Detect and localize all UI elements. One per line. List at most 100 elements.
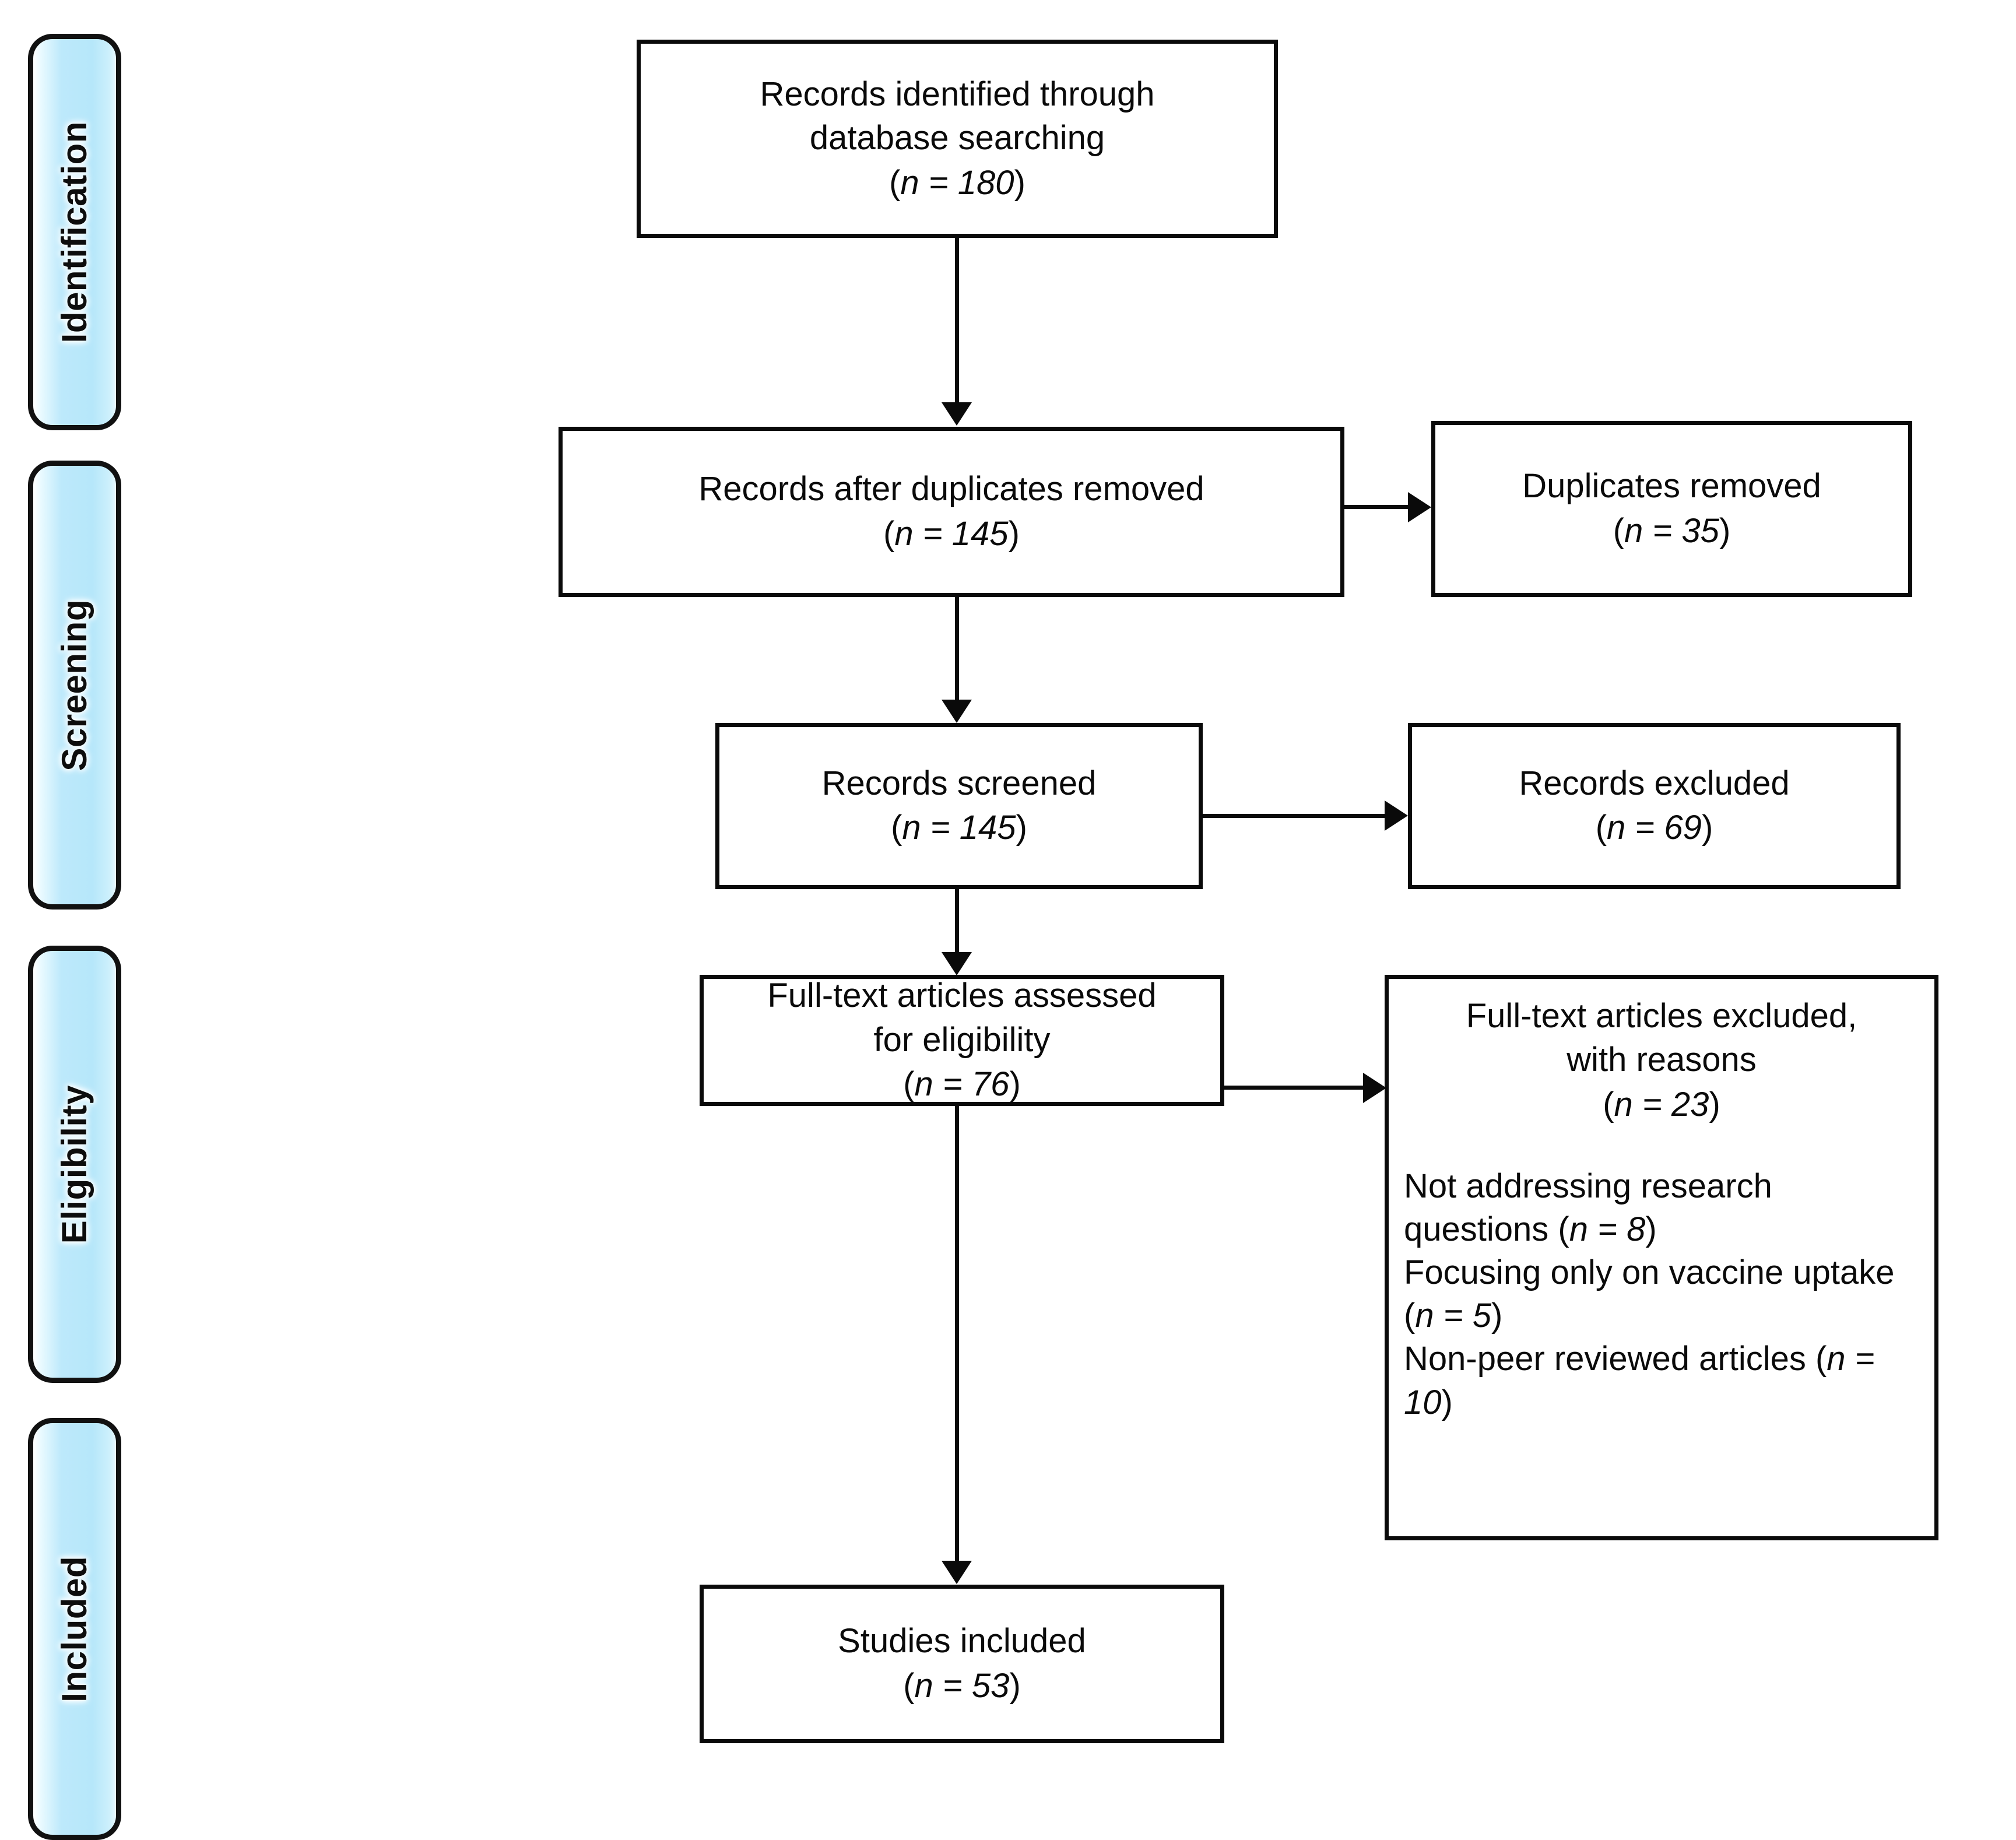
n-symbol: n	[1614, 1085, 1633, 1123]
paren-open: (	[1595, 809, 1607, 847]
records-identified-line1: Records identified through	[760, 75, 1155, 113]
fulltext-assessed-line1: Full-text articles assessed	[767, 977, 1157, 1015]
studies-included-line1: Studies included	[838, 1622, 1086, 1660]
n-equals: =	[921, 809, 960, 847]
paren-open: (	[903, 1666, 915, 1705]
n-equals: =	[919, 163, 958, 202]
connector-identified-to-after-duplicates	[955, 238, 959, 402]
records-identified-count: (n = 180)	[889, 160, 1025, 206]
reason-text: Focusing only on vaccine uptake	[1404, 1253, 1895, 1291]
records-screened-count: (n = 145)	[891, 805, 1027, 851]
n-value: 23	[1671, 1085, 1709, 1123]
records-excluded-line1: Records excluded	[1519, 764, 1790, 802]
n-equals: =	[1845, 1340, 1875, 1378]
n-equals: =	[1625, 809, 1664, 847]
connector-screened-to-excluded	[1203, 814, 1392, 818]
n-symbol: n	[1569, 1210, 1588, 1248]
stage-label-identification: Identification	[55, 121, 94, 343]
n-equals: =	[913, 514, 952, 553]
exclusion-reason-item: Not addressing research questions (n = 8…	[1404, 1165, 1919, 1251]
records-excluded-count: (n = 69)	[1596, 805, 1713, 851]
n-value: 76	[971, 1065, 1010, 1104]
studies-included-count: (n = 53)	[903, 1663, 1021, 1709]
fulltext-excluded-header: Full-text articles excluded, with reason…	[1404, 994, 1919, 1128]
n-value: 35	[1681, 511, 1719, 550]
arrowhead-after-duplicates-to-screened	[942, 700, 972, 723]
paren-close: )	[1016, 809, 1027, 847]
n-symbol: n	[914, 1666, 933, 1705]
n-value: 8	[1627, 1210, 1646, 1248]
n-value: 69	[1664, 809, 1702, 847]
connector-after-duplicates-to-duplicates-removed	[1344, 505, 1416, 509]
box-fulltext-excluded: Full-text articles excluded, with reason…	[1385, 975, 1938, 1540]
n-equals: =	[933, 1065, 972, 1104]
stage-label-included: Included	[55, 1555, 94, 1702]
paren-open: (	[1603, 1085, 1614, 1123]
n-equals: =	[1632, 1085, 1671, 1123]
paren-open: (	[891, 809, 902, 847]
paren-close: )	[1009, 1666, 1021, 1705]
duplicates-removed-count: (n = 35)	[1613, 508, 1731, 554]
stage-pill-identification: Identification	[28, 34, 121, 430]
paren-close: )	[1709, 1085, 1720, 1123]
exclusion-reason-item: Non-peer reviewed articles (n = 10)	[1404, 1337, 1919, 1424]
fulltext-excluded-line1: Full-text articles excluded,	[1466, 997, 1857, 1035]
records-identified-line2: database searching	[809, 119, 1105, 157]
n-value: 53	[971, 1666, 1010, 1705]
fulltext-excluded-count: (n = 23)	[1404, 1082, 1919, 1128]
n-symbol: n	[894, 514, 914, 553]
paren-close: )	[1645, 1210, 1657, 1248]
n-value: 5	[1472, 1297, 1491, 1335]
paren-close: )	[1009, 1065, 1021, 1104]
paren-open: (	[889, 163, 901, 202]
n-symbol: n	[914, 1065, 933, 1104]
records-screened-line1: Records screened	[821, 764, 1097, 802]
connector-after-duplicates-to-screened	[955, 597, 959, 700]
box-records-screened: Records screened (n = 145)	[715, 723, 1203, 889]
n-symbol: n	[1827, 1340, 1846, 1378]
n-value: 145	[959, 809, 1016, 847]
connector-screened-to-fulltext	[955, 889, 959, 952]
stage-label-screening: Screening	[55, 599, 94, 771]
fulltext-excluded-line2: with reasons	[1567, 1041, 1757, 1079]
paren-close: )	[1701, 809, 1713, 847]
paren-close: )	[1008, 514, 1020, 553]
box-records-excluded: Records excluded (n = 69)	[1408, 723, 1901, 889]
n-equals: =	[1434, 1297, 1473, 1335]
arrowhead-to-fulltext-excluded	[1363, 1073, 1386, 1103]
n-symbol: n	[900, 163, 919, 202]
n-equals: =	[1643, 511, 1682, 550]
arrowhead-to-duplicates-removed	[1408, 492, 1431, 522]
box-duplicates-removed: Duplicates removed (n = 35)	[1431, 421, 1912, 597]
arrowhead-to-records-excluded	[1385, 800, 1408, 831]
n-equals: =	[1588, 1210, 1627, 1248]
fulltext-assessed-count: (n = 76)	[903, 1062, 1021, 1107]
paren-open: (	[1404, 1297, 1416, 1335]
fulltext-assessed-line2: for eligibility	[873, 1020, 1051, 1059]
n-equals: =	[933, 1666, 972, 1705]
n-symbol: n	[1415, 1297, 1434, 1335]
paren-open: (	[883, 514, 895, 553]
stage-pill-included: Included	[28, 1418, 121, 1840]
n-symbol: n	[1624, 511, 1643, 550]
n-value: 180	[957, 163, 1014, 202]
paren-open: (	[1613, 511, 1625, 550]
exclusion-reasons-list: Not addressing research questions (n = 8…	[1404, 1165, 1919, 1424]
paren-open: (	[1815, 1340, 1827, 1378]
n-symbol: n	[1607, 809, 1626, 847]
connector-fulltext-to-studies-included	[955, 1106, 959, 1561]
n-value: 10	[1404, 1383, 1442, 1421]
box-fulltext-assessed: Full-text articles assessed for eligibil…	[700, 975, 1224, 1106]
arrowhead-identified-to-after-duplicates	[942, 402, 972, 426]
stage-pill-eligibility: Eligibility	[28, 946, 121, 1383]
after-duplicates-line1: Records after duplicates removed	[698, 470, 1204, 508]
n-symbol: n	[902, 809, 921, 847]
n-value: 145	[951, 514, 1009, 553]
connector-fulltext-to-fulltext-excluded	[1224, 1086, 1370, 1090]
paren-close: )	[1491, 1297, 1503, 1335]
stage-pill-screening: Screening	[28, 461, 121, 910]
reason-text: Non-peer reviewed articles	[1404, 1340, 1815, 1378]
after-duplicates-count: (n = 145)	[883, 511, 1020, 557]
paren-close: )	[1719, 511, 1731, 550]
